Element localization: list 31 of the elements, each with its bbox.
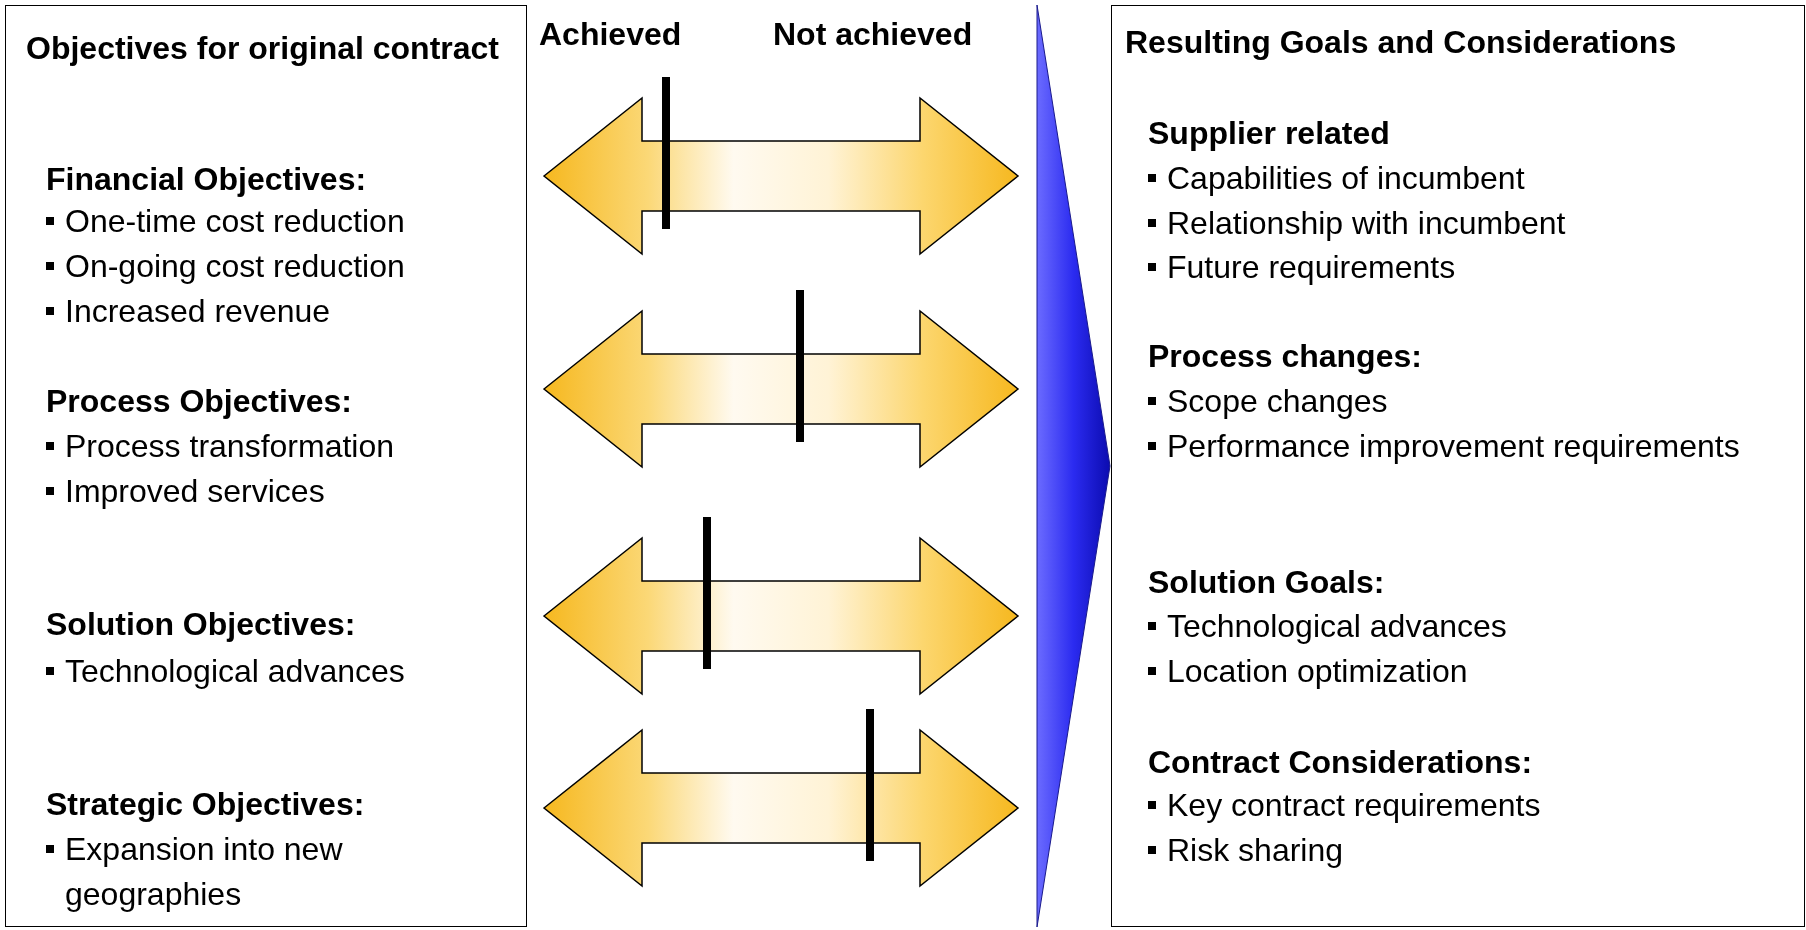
list-item-text: Improved services — [65, 472, 325, 511]
section-heading: Contract Considerations: — [1148, 743, 1533, 782]
text-panel — [5, 5, 527, 927]
section-heading: Strategic Objectives: — [46, 785, 365, 824]
section-heading: Supplier related — [1148, 114, 1390, 153]
list-item-text: Process transformation — [65, 427, 394, 466]
list-item-text: Relationship with incumbent — [1167, 204, 1566, 243]
list-item-text: Risk sharing — [1167, 831, 1344, 870]
list-item-text: Capabilities of incumbent — [1167, 159, 1525, 198]
column-label: Not achieved — [773, 15, 973, 54]
section-heading: Solution Goals: — [1148, 563, 1385, 602]
column-label: Achieved — [539, 15, 682, 54]
list-item-text: On-going cost reduction — [65, 247, 405, 286]
section-heading: Solution Objectives: — [46, 605, 356, 644]
section-heading: Process changes: — [1148, 337, 1422, 376]
list-item-text: Performance improvement requirements — [1167, 427, 1740, 466]
list-item-text: Location optimization — [1167, 652, 1468, 691]
list-item-text: Technological advances — [1167, 607, 1507, 646]
panel-heading: Resulting Goals and Considerations — [1125, 23, 1678, 62]
list-item-text: Technological advances — [65, 652, 405, 691]
list-item-text: Future requirements — [1167, 248, 1456, 287]
list-item-text: Key contract requirements — [1167, 786, 1541, 825]
list-item-text: Expansion into new geographies — [65, 830, 344, 914]
wedge-arrow — [1036, 4, 1111, 928]
panel-heading: Objectives for original contract — [26, 29, 500, 68]
text-panel — [1111, 5, 1805, 927]
list-item-text: Increased revenue — [65, 292, 331, 331]
section-heading: Financial Objectives: — [46, 160, 367, 199]
list-item-text: One-time cost reduction — [65, 202, 405, 241]
list-item-text: Scope changes — [1167, 382, 1388, 421]
section-heading: Process Objectives: — [46, 382, 352, 421]
